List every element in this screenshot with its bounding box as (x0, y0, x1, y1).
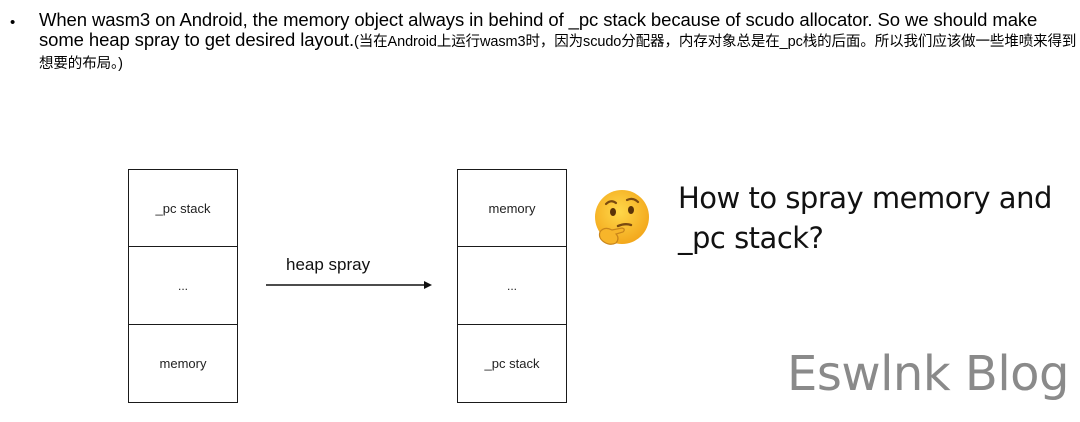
bullet-text: When wasm3 on Android, the memory object… (39, 10, 1079, 74)
thinking-face-icon (595, 190, 649, 245)
layout-cell-pc-stack: _pc stack (457, 325, 567, 403)
question-line-1: How to spray memory and (678, 181, 1052, 215)
layout-cell-memory: memory (457, 169, 567, 247)
layout-cell-ellipsis: ... (128, 247, 238, 325)
heap-spray-label: heap spray (286, 255, 371, 274)
bullet-text-english: When wasm3 on Android, the memory object… (39, 9, 1038, 50)
bullet-text-chinese: (当在Android上运行wasm3时，因为scudo分配器，内存对象总是在_p… (39, 34, 1077, 72)
memory-layout-before: _pc stack ... memory (128, 169, 238, 403)
blog-watermark: Eswlnk Blog (787, 346, 1070, 402)
right-arrow-icon (266, 281, 432, 289)
layout-cell-memory: memory (128, 325, 238, 403)
memory-layout-after: memory ... _pc stack (457, 169, 567, 403)
layout-cell-pc-stack: _pc stack (128, 169, 238, 247)
question-text: How to spray memory and _pc stack? (678, 178, 1052, 258)
layout-cell-ellipsis: ... (457, 247, 567, 325)
question-line-2: _pc stack? (678, 221, 824, 255)
bullet-marker: • (10, 14, 16, 31)
